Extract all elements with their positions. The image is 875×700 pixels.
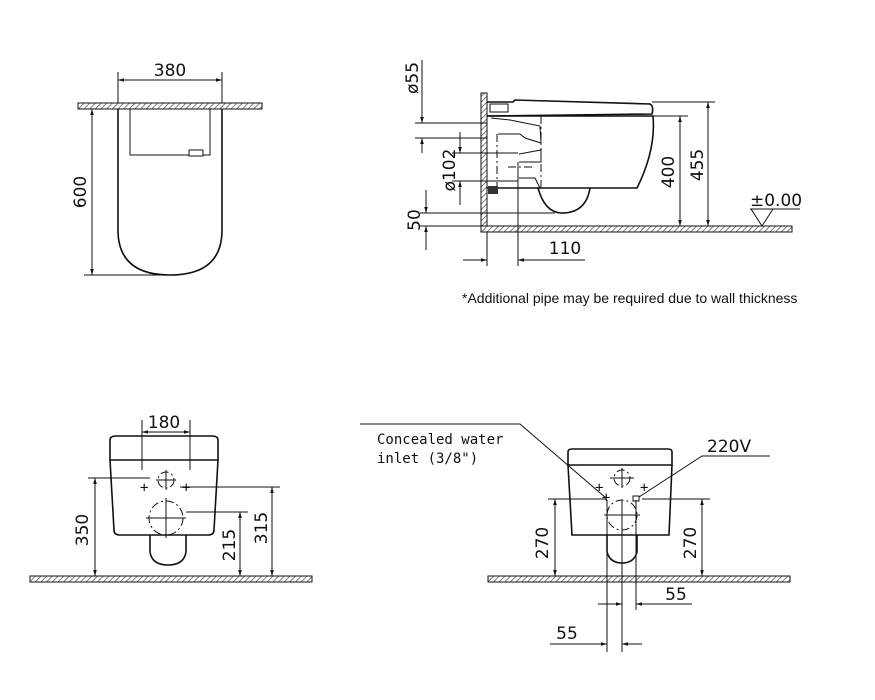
floor-level-label: ±0.00 <box>750 191 802 211</box>
dim-215-label: 215 <box>220 529 240 561</box>
dim-180-label: 180 <box>148 413 180 433</box>
mounting-block <box>488 186 498 194</box>
floor-section <box>487 575 791 583</box>
tank-outline <box>129 109 211 156</box>
dim-315-label: 315 <box>252 512 272 544</box>
wall-section <box>480 92 488 233</box>
outlet-pipe-top <box>518 149 542 163</box>
svg-text:+: + <box>140 480 148 496</box>
seat-lid <box>567 448 673 466</box>
wall-thickness-note: *Additional pipe may be required due to … <box>462 290 798 306</box>
inlet-pipe <box>490 117 542 144</box>
dim-380-label: 380 <box>154 61 186 81</box>
seat-lid <box>486 99 654 117</box>
bowl-body <box>567 464 673 536</box>
dim-600-label: 600 <box>71 176 91 208</box>
dim-270-right-label: 270 <box>681 527 701 559</box>
svg-text:+: + <box>602 490 610 506</box>
front-view-dimensions: + + 180 350 215 315 <box>29 413 313 583</box>
dia-55-label: ø55 <box>403 62 423 94</box>
bowl-trap <box>537 187 591 214</box>
front-view-connections: ++ + Concealed water inlet (3/8") 220V 2… <box>360 423 791 652</box>
svg-text:+: + <box>595 480 603 496</box>
control-box <box>188 149 204 157</box>
floor-section <box>29 575 313 583</box>
bowl-body <box>109 459 219 536</box>
control-panel <box>489 103 509 113</box>
top-view: 380 600 <box>71 61 263 276</box>
bowl-trap <box>149 535 187 566</box>
power-label: 220V <box>707 437 751 457</box>
dim-350-label: 350 <box>73 514 93 546</box>
level-triangle-icon <box>750 208 774 227</box>
dim-55-upper-label: 55 <box>665 585 687 605</box>
svg-text:+: + <box>640 480 648 496</box>
dia-102-label: ø102 <box>440 149 460 192</box>
dim-110-label: 110 <box>549 239 581 259</box>
svg-text:+: + <box>182 480 190 496</box>
dim-55-lower-label: 55 <box>556 624 578 644</box>
dim-400-label: 400 <box>659 156 679 188</box>
seat-lid <box>109 435 219 461</box>
outlet-pipe-bottom <box>519 177 541 189</box>
inlet-label-line1: Concealed water <box>377 432 503 448</box>
toilet-outline <box>117 109 223 276</box>
dim-50-label: 50 <box>405 209 425 231</box>
floor-section <box>480 225 793 233</box>
wall-section <box>77 102 263 110</box>
inlet-label-line2: inlet (3/8") <box>377 451 478 467</box>
side-view: 400 455 ±0.00 ø55 ø102 50 110 <box>403 60 802 266</box>
dim-270-left-label: 270 <box>533 527 553 559</box>
bowl-body <box>487 115 655 189</box>
dim-455-label: 455 <box>688 149 708 181</box>
